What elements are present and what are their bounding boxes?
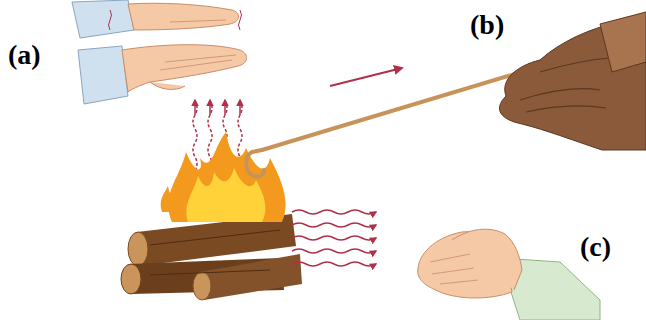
panel-label: (b): [470, 10, 504, 41]
hands-beside-fire: [418, 229, 600, 320]
panel-label: (a): [8, 40, 41, 71]
panel-label: (c): [580, 232, 611, 263]
metal-rod: [246, 64, 548, 177]
firewood-logs: [121, 214, 302, 300]
hands-above-fire: [72, 0, 247, 104]
fire-flames: [161, 132, 286, 222]
gloved-hand: [499, 12, 646, 150]
radiation-waves: [292, 210, 376, 266]
